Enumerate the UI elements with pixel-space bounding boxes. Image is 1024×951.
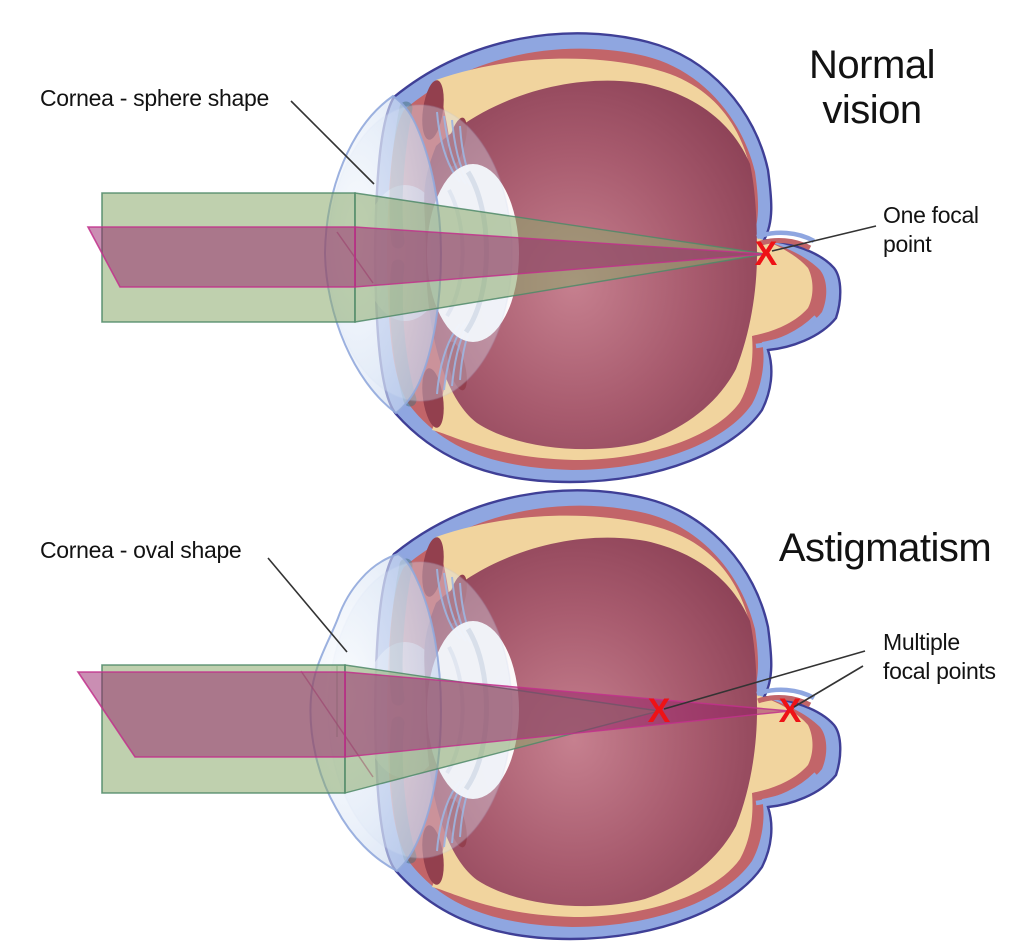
focal-label-line: Multiple: [883, 629, 960, 655]
panel-title-line: Astigmatism: [779, 526, 991, 570]
cornea-pointer-line: [290, 100, 375, 185]
magenta-beam-cone: [354, 226, 767, 288]
magenta-beam-cone: [344, 671, 791, 758]
panel-normal-vision: X Normal vision Cornea - sphere shape On…: [40, 33, 979, 482]
light-beams: [86, 192, 767, 323]
focal-label-line: One focal: [883, 202, 979, 228]
focal-point-mark: X: [755, 235, 778, 273]
magenta-beam-quad: [86, 226, 356, 288]
focal-pointer-line: [771, 225, 877, 252]
cornea-label: Cornea - oval shape: [40, 537, 241, 563]
panel-title-line: Normal: [809, 43, 935, 87]
panel-astigmatism: X X Astigmatism Cornea - oval shape Mult…: [40, 490, 996, 939]
focal-pointer-line: [793, 665, 864, 708]
focal-pointer-line: [663, 650, 866, 710]
focal-point-mark: X: [648, 692, 671, 730]
light-beams: [76, 664, 791, 794]
cornea-label: Cornea - sphere shape: [40, 85, 269, 111]
cornea-pointer-line: [267, 557, 348, 653]
focal-label-line: focal points: [883, 658, 996, 684]
focal-label-line: point: [883, 231, 932, 257]
focal-point-mark: X: [779, 692, 802, 730]
panel-title-line: vision: [822, 88, 921, 132]
